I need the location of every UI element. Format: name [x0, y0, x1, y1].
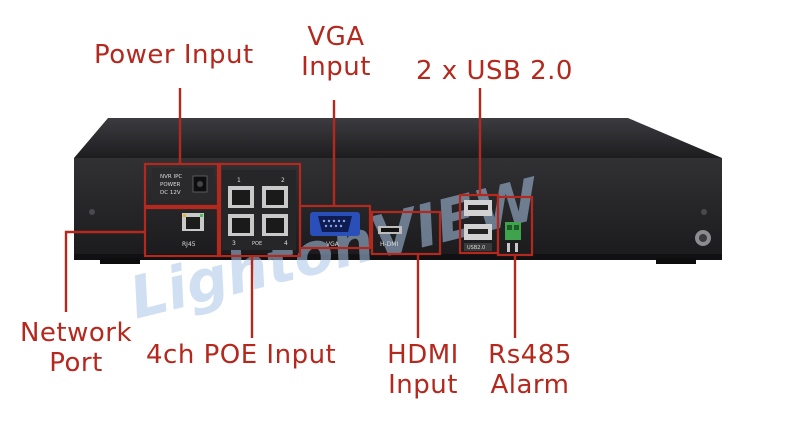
callout-power-input: Power Input [94, 40, 254, 70]
callout-usb-text: 2 x USB 2.0 [416, 56, 573, 86]
callout-network-port: Network Port [12, 318, 140, 378]
ethernet-port-icon [182, 213, 204, 231]
callout-hdmi-input: HDMI Input [378, 340, 468, 400]
ground-screw-icon [695, 230, 711, 246]
callout-vga-input-line1: VGA [307, 22, 365, 52]
hdmi-port-icon [378, 226, 402, 234]
power-marking-2: POWER [160, 182, 181, 188]
poe-number-3: 3 [232, 240, 236, 247]
chassis-foot-right [656, 258, 696, 264]
callout-hdmi-input-line1: HDMI [387, 340, 459, 370]
poe-port-2 [262, 186, 288, 208]
callout-network-port-line2: Port [49, 348, 103, 378]
screw-right [701, 209, 707, 215]
power-marking-3: DC 12V [160, 190, 181, 196]
screw-left [89, 209, 95, 215]
poe-number-4: 4 [284, 240, 288, 247]
callout-box-power [143, 162, 222, 208]
dc-power-jack-icon [192, 175, 208, 193]
callout-network-port-line1: Network [19, 318, 133, 348]
hdmi-marking: H-DMI [380, 241, 398, 248]
callout-rs485-alarm: Rs485 Alarm [484, 340, 576, 400]
callout-vga-input: VGA Input [294, 22, 378, 82]
poe-port-3 [228, 214, 254, 236]
callout-vga-input-line2: Input [301, 52, 371, 82]
poe-number-2: 2 [281, 177, 285, 184]
power-marking-1: NVR IPC [160, 174, 182, 180]
poe-port-block: 1 2 3 4 POE [222, 170, 296, 250]
usb-marking: USB2.0 [467, 245, 485, 251]
poe-marking: POE [252, 241, 262, 247]
chassis-foot-left [100, 258, 140, 264]
terminal-block-icon [505, 222, 521, 252]
callout-rs485-line1: Rs485 [488, 340, 572, 370]
callout-usb: 2 x USB 2.0 [416, 56, 573, 86]
callout-hdmi-input-line2: Input [388, 370, 458, 400]
callout-rs485-line2: Alarm [490, 370, 570, 400]
callout-poe-input: 4ch POE Input [146, 340, 336, 370]
poe-number-1: 1 [237, 177, 241, 184]
callout-box-hdmi [370, 210, 442, 256]
rj45-marking: RJ45 [182, 241, 196, 248]
callout-leader-lines [64, 88, 517, 338]
poe-port-4 [262, 214, 288, 236]
vga-marking: VGA [326, 241, 340, 248]
vga-port-icon [310, 212, 360, 236]
callout-poe-input-text: 4ch POE Input [146, 340, 337, 370]
chassis-top [74, 118, 722, 158]
chassis-bottom-edge [74, 254, 722, 260]
callout-power-input-text: Power Input [94, 40, 254, 70]
leader-network [64, 230, 145, 312]
poe-port-1 [228, 186, 254, 208]
usb-port-icon [464, 200, 492, 251]
